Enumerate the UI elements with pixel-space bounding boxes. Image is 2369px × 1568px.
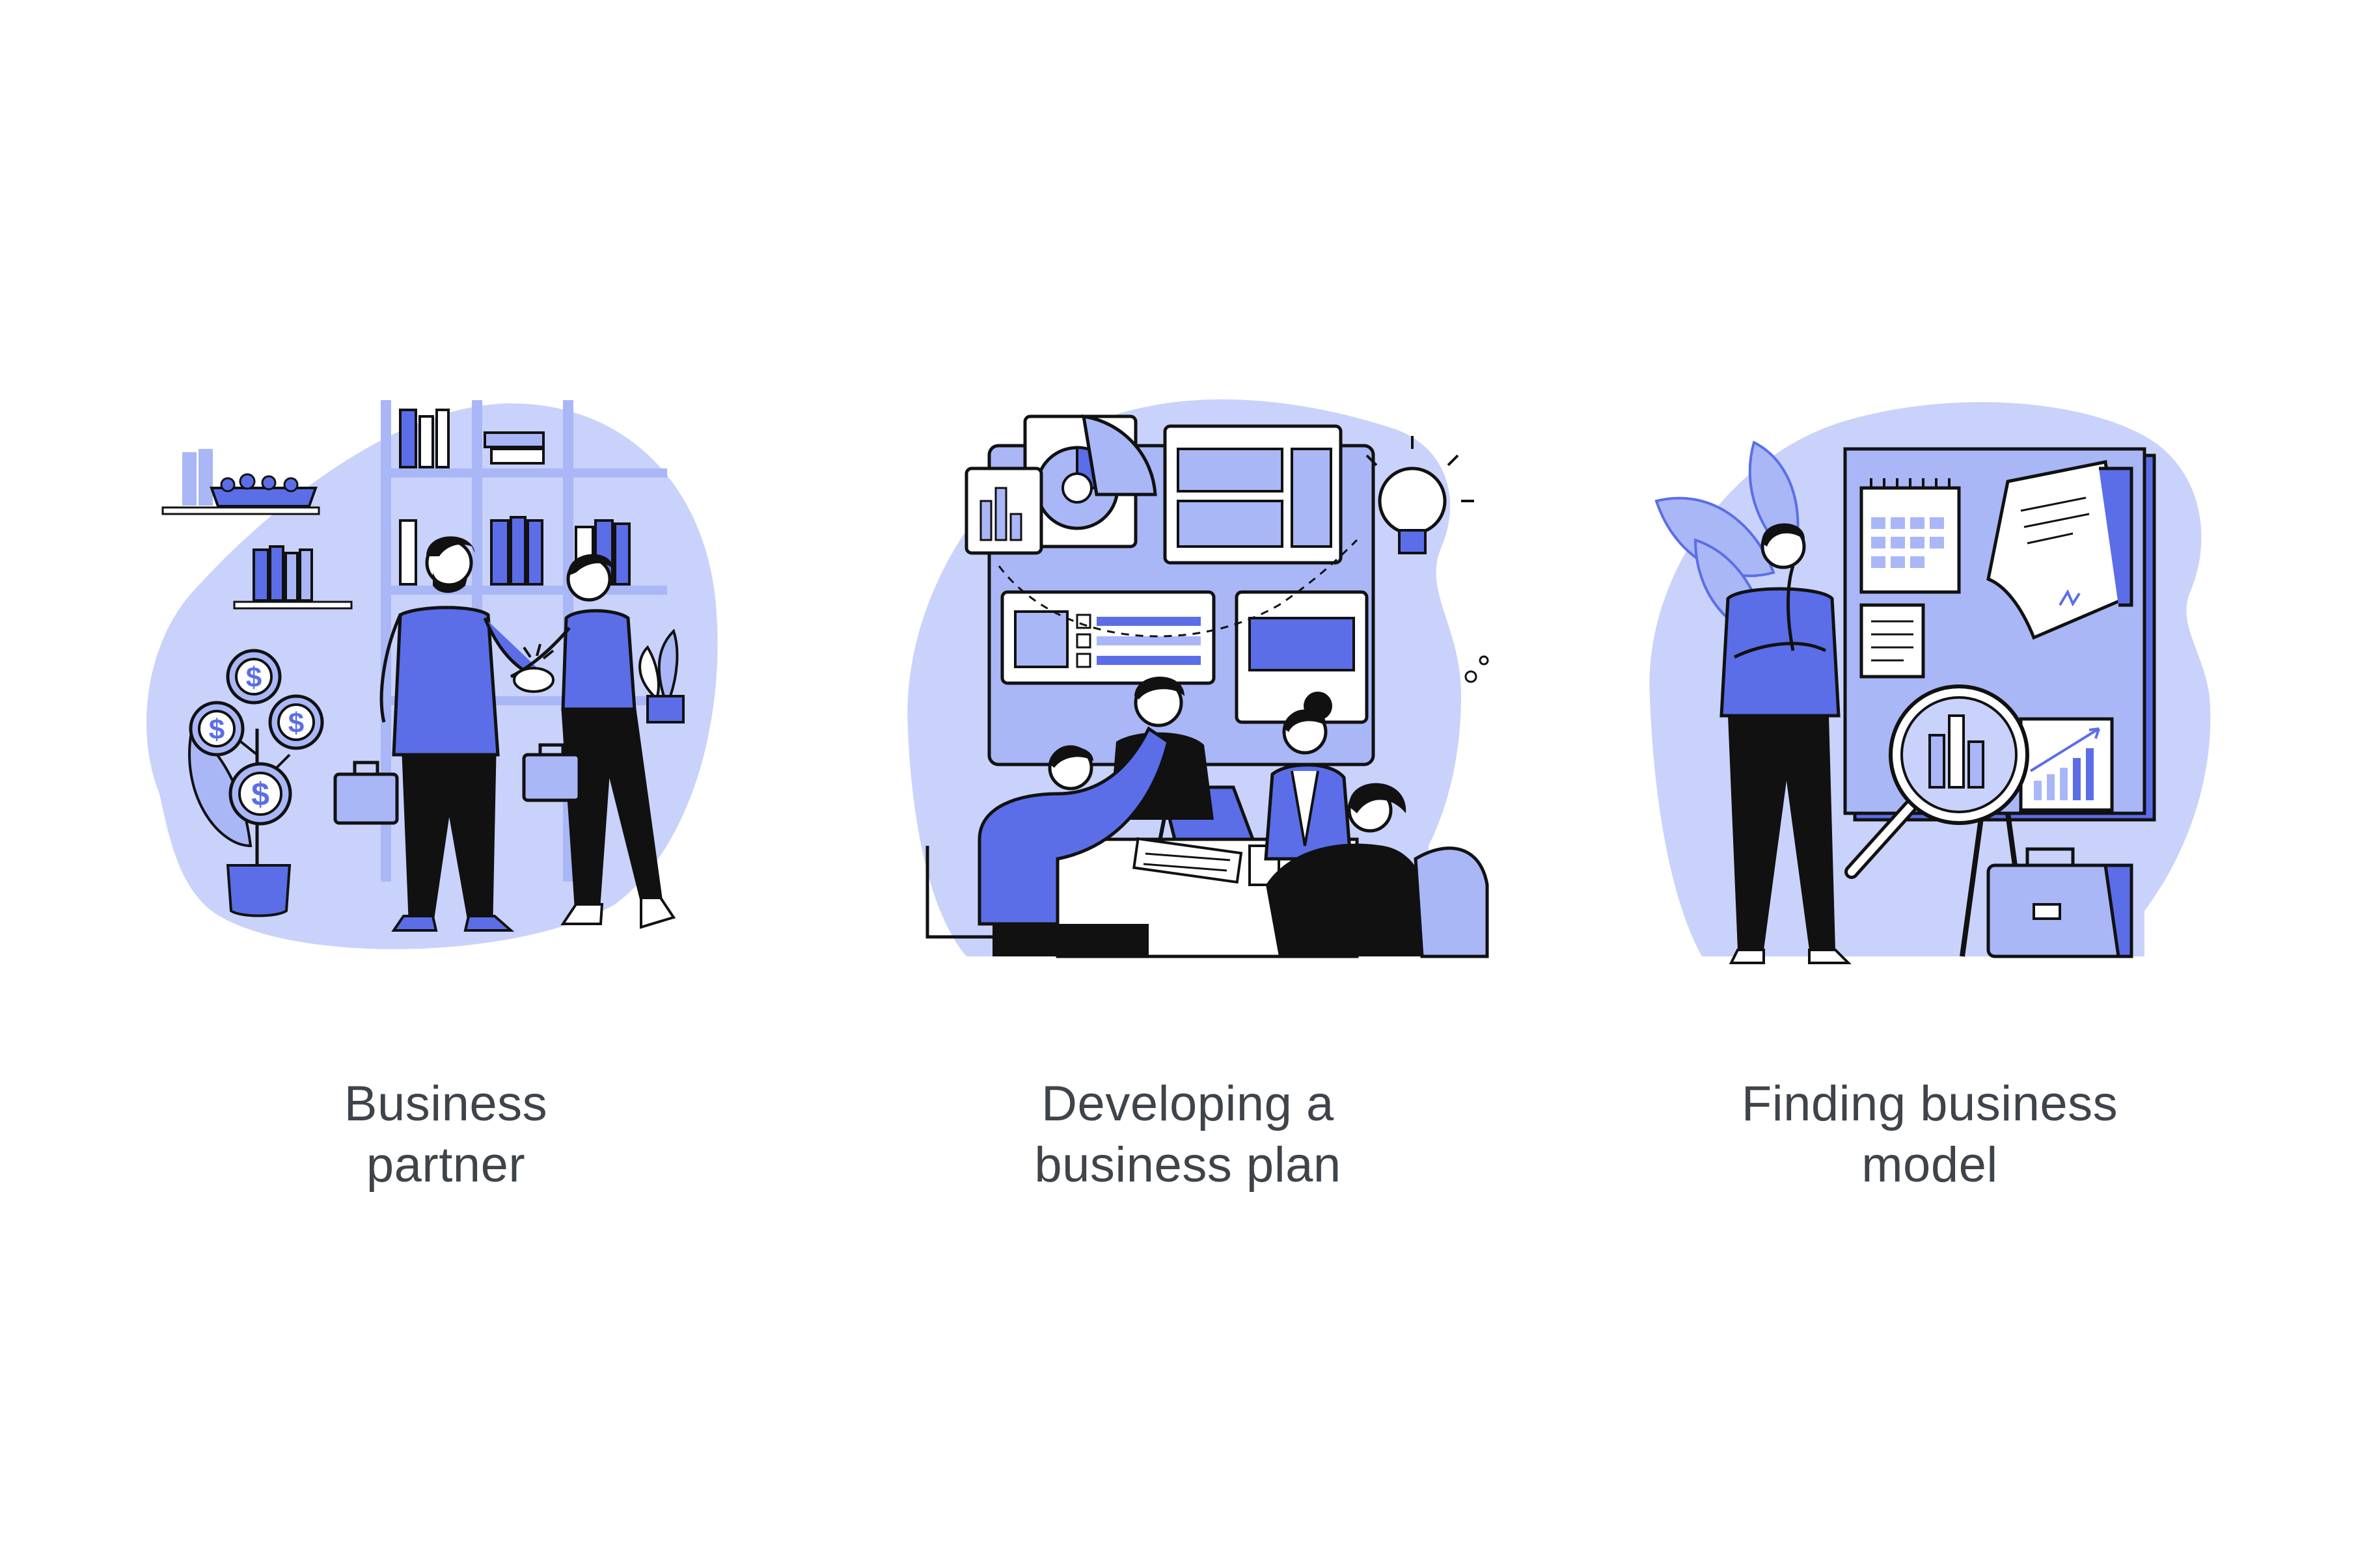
card-title-line: partner [366, 1137, 526, 1193]
card-business-partner: $ $ $ $ [120, 390, 771, 1236]
card-business-model: Finding business model [1604, 390, 2255, 1236]
coin-symbol: $ [251, 776, 269, 813]
card-title-line: model [1861, 1137, 1998, 1193]
card-title-line: Business [344, 1076, 548, 1131]
business-partner-illustration: $ $ $ $ [120, 390, 771, 976]
coin-symbol: $ [288, 707, 304, 739]
card-title-business-partner: Business partner [120, 1074, 771, 1196]
coin-symbol: $ [246, 662, 262, 694]
card-title-line: Developing a [1041, 1076, 1334, 1131]
card-business-plan: Developing a business plan [862, 390, 1513, 1236]
business-model-illustration [1604, 390, 2255, 976]
card-title-business-model: Finding business model [1604, 1074, 2255, 1196]
coin-symbol: $ [209, 714, 225, 746]
card-title-business-plan: Developing a business plan [862, 1074, 1513, 1196]
card-title-line: business plan [1034, 1137, 1341, 1193]
card-title-line: Finding business [1741, 1076, 2118, 1131]
business-plan-illustration [862, 390, 1513, 976]
